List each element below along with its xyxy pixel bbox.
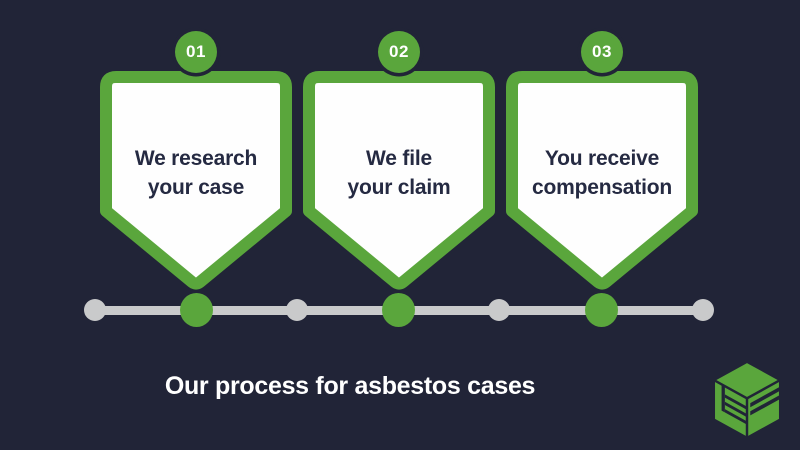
timeline-dot-gray (488, 299, 510, 321)
process-step-2: 02 We file your claim (303, 28, 495, 294)
timeline-dot-green-step1 (180, 293, 213, 327)
step-label-line2: your case (147, 176, 245, 199)
timeline-dot-green-step3 (585, 293, 618, 327)
step-label: You receive compensation (518, 142, 686, 204)
process-step-1: 01 We research your case (100, 28, 292, 294)
timeline-dot-green-step2 (382, 293, 415, 327)
pennant-shield-shape (100, 71, 292, 290)
pennant-shield-shape (303, 71, 495, 290)
step-number-badge: 01 (175, 31, 217, 73)
step-number: 01 (186, 42, 206, 61)
timeline-dot-gray (692, 299, 714, 321)
step-label: We research your case (112, 142, 280, 204)
logo-right-face-e (750, 387, 779, 416)
step-label: We file your claim (315, 142, 483, 204)
logo-cube-icon (714, 363, 780, 437)
step-label-line1: We file (366, 147, 432, 170)
step-number: 03 (592, 42, 612, 61)
step-label-line1: We research (134, 147, 258, 170)
step-number: 02 (389, 42, 409, 61)
step-number-badge: 03 (581, 31, 623, 73)
step-label-line1: You receive (544, 147, 660, 170)
timeline-dot-gray (286, 299, 308, 321)
timeline-dot-gray (84, 299, 106, 321)
pennant-shield-shape (506, 71, 698, 290)
step-number-badge: 02 (378, 31, 420, 73)
process-step-3: 03 You receive compensation (506, 28, 698, 294)
page-title: Our process for asbestos cases (164, 372, 536, 400)
logo-left-face-m (721, 384, 747, 425)
step-label-line2: your claim (347, 176, 451, 199)
step-label-line2: compensation (532, 176, 672, 199)
